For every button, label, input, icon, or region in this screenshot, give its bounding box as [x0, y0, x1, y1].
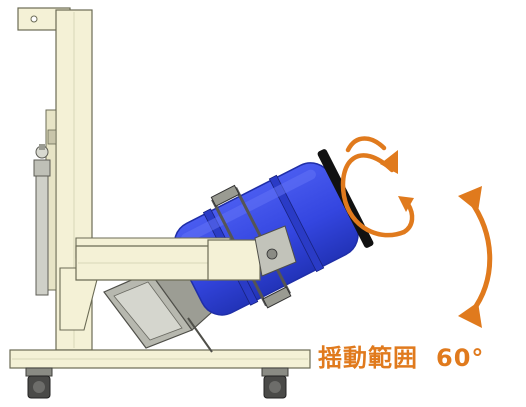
- arm-block: [207, 239, 261, 281]
- bracket-hole: [30, 15, 38, 23]
- swing-range-caption: 揺動範囲 60°: [318, 338, 484, 373]
- machine-frame: [9, 7, 311, 369]
- clamp-arm: [75, 225, 297, 281]
- swing-range-angle: 60°: [436, 344, 485, 372]
- double-curved-arrow-icon: [458, 186, 493, 328]
- swing-range-label: 揺動範囲: [318, 344, 418, 372]
- caster-right: [261, 367, 289, 399]
- rotation-arrow-icon: [340, 136, 415, 238]
- lift-cylinder: [35, 174, 49, 296]
- caster-left: [25, 367, 53, 399]
